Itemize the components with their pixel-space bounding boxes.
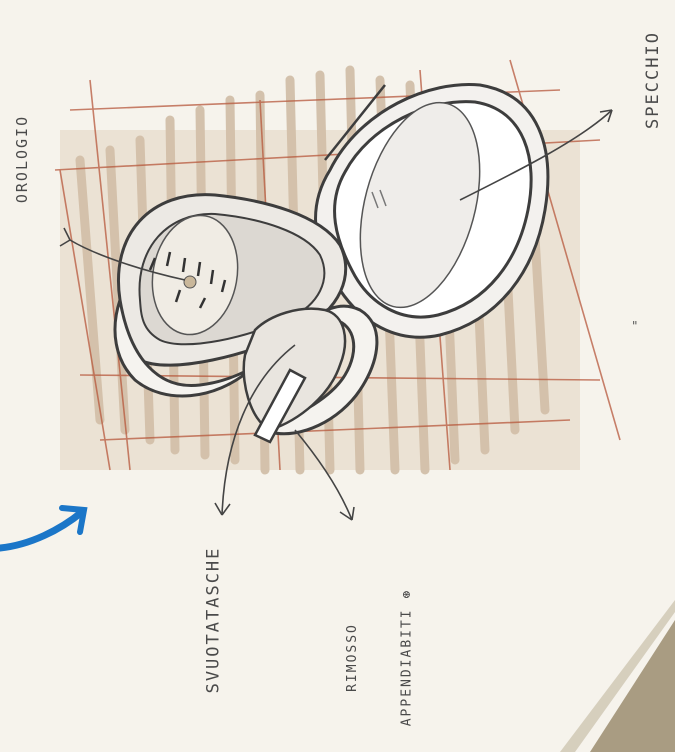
label-specchio: SPECCHIO bbox=[643, 31, 663, 129]
label-rimosso: RIMOSSO bbox=[345, 623, 360, 692]
label-svuotatasche: SVUOTATASCHE bbox=[203, 547, 223, 694]
label-appendiabiti: APPENDIABITI ⊛ bbox=[399, 589, 414, 727]
label-orologio: OROLOGIO bbox=[13, 115, 31, 203]
svg-text:": " bbox=[632, 319, 638, 333]
clock-center bbox=[184, 276, 196, 288]
